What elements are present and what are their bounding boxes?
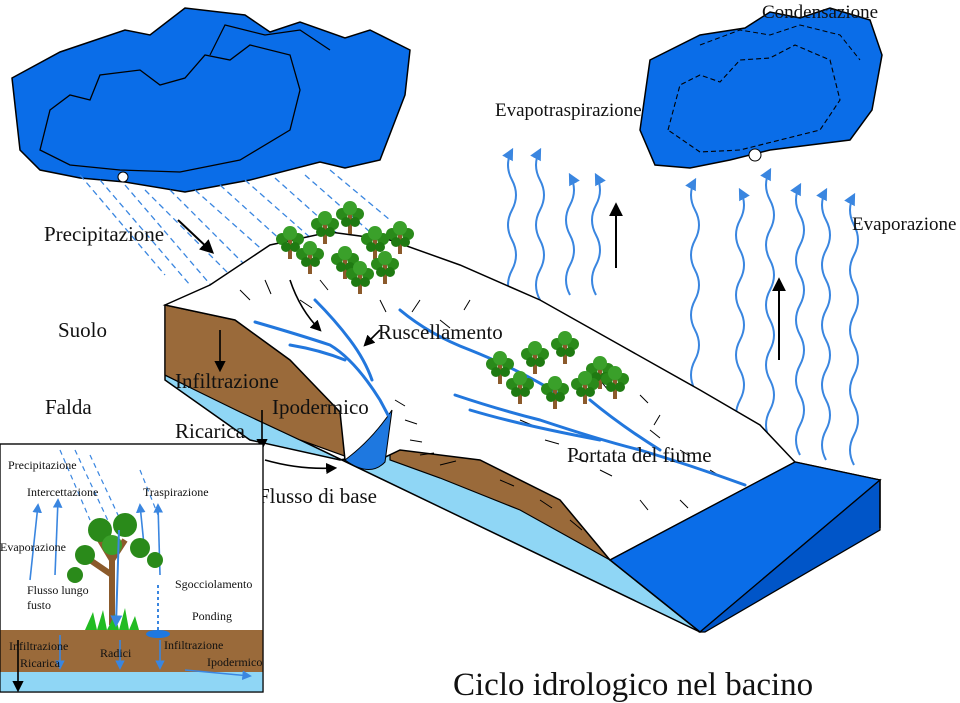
precipitation-arrow bbox=[177, 219, 215, 254]
inset-infiltrazione-left: Infiltrazione bbox=[9, 639, 68, 653]
inset-intercettazione: Intercettazione bbox=[27, 485, 98, 499]
inset-evaporazione: Evaporazione bbox=[0, 540, 66, 554]
label-ruscellamento: Ruscellamento bbox=[378, 320, 503, 344]
label-falda: Falda bbox=[45, 395, 92, 419]
inset-fusto: fusto bbox=[27, 598, 51, 612]
inset-panel: Precipitazione Intercettazione Traspiraz… bbox=[0, 443, 264, 693]
label-ricarica: Ricarica bbox=[175, 419, 246, 443]
inset-traspirazione: Traspirazione bbox=[143, 485, 209, 499]
flow-arrows bbox=[214, 279, 381, 475]
main-labels: Condensazione Evapotraspirazione Precipi… bbox=[44, 2, 956, 703]
inset-sgocciolamento: Sgocciolamento bbox=[175, 577, 252, 591]
left-cloud bbox=[11, 7, 411, 193]
inset-ricarica: Ricarica bbox=[20, 656, 61, 670]
slope-hatching bbox=[239, 279, 721, 531]
inset-radici: Radici bbox=[100, 646, 132, 660]
label-portata-fiume: Portata del fiume bbox=[567, 443, 712, 467]
label-suolo: Suolo bbox=[58, 318, 107, 342]
evaporation-arrows bbox=[502, 147, 859, 466]
label-ipodermico: Ipodermico bbox=[272, 395, 369, 419]
inset-ipodermico: Ipodermico bbox=[207, 655, 262, 669]
inset-flusso-lungo: Flusso lungo bbox=[27, 583, 89, 597]
label-flusso-base: Flusso di base bbox=[258, 484, 377, 508]
inset-tree bbox=[67, 513, 163, 630]
label-evaporazione: Evaporazione bbox=[852, 214, 956, 235]
label-infiltrazione: Infiltrazione bbox=[175, 369, 279, 393]
diagram-title: Ciclo idrologico nel bacino bbox=[453, 667, 813, 703]
label-evapotraspirazione: Evapotraspirazione bbox=[495, 100, 642, 121]
label-precipitazione: Precipitazione bbox=[44, 222, 164, 246]
river-network bbox=[253, 298, 747, 487]
label-condensazione: Condensazione bbox=[762, 2, 878, 23]
inset-infiltrazione-right: Infiltrazione bbox=[164, 638, 223, 652]
inset-ponding: Ponding bbox=[192, 609, 232, 623]
landscape-block bbox=[162, 231, 882, 633]
inset-precipitazione: Precipitazione bbox=[8, 458, 77, 472]
right-cloud bbox=[639, 7, 883, 169]
